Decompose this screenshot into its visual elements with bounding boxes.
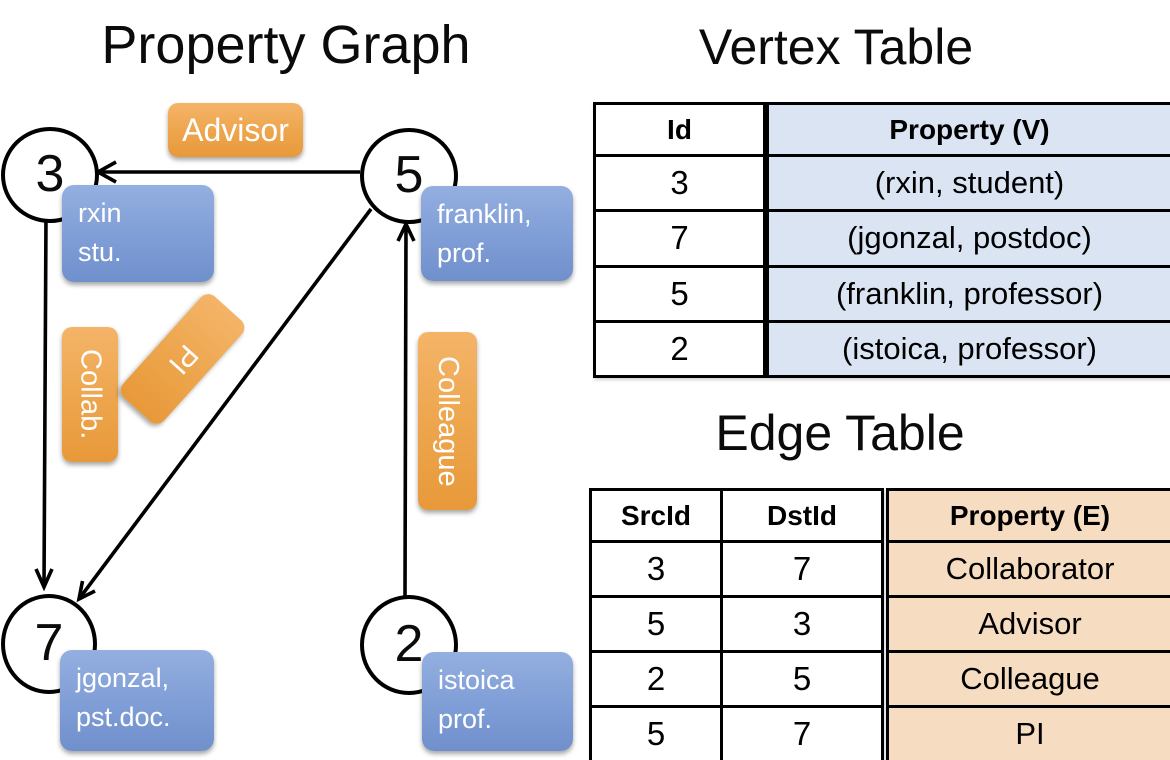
- node-2-property-line1: istoica: [438, 665, 515, 695]
- edge-table-property-column: Property (E) Collaborator Advisor Collea…: [886, 488, 1170, 760]
- vertex-table-id-cell: 2: [670, 329, 689, 367]
- node-2-id: 2: [394, 615, 424, 673]
- edge-table-property-cell: Collaborator: [889, 543, 1170, 598]
- node-3-property-box: rxin stu.: [62, 185, 214, 282]
- node-5-property-box: franklin, prof.: [421, 186, 573, 281]
- edge-table-dstid-cell: 7: [792, 715, 812, 752]
- edge-table-dstid-cell: 3: [792, 605, 812, 642]
- node-3-property-line2: stu.: [78, 237, 122, 267]
- edge-colleague-line: [403, 223, 408, 597]
- edge-table-dstid-cell: 7: [792, 550, 812, 587]
- vertex-table-id-header: Id: [596, 105, 763, 157]
- vertex-table-id-column: Id 3 7 5 2: [593, 102, 766, 378]
- vertex-table-property-cell: (istoica, professor): [842, 330, 1097, 366]
- node-2-circle: 2: [360, 595, 458, 695]
- node-3-id: 3: [35, 145, 65, 203]
- node-5-id: 5: [394, 146, 424, 204]
- edge-table-title: Edge Table: [715, 405, 965, 461]
- node-5-property-line2: prof.: [437, 238, 492, 268]
- node-2-property-box: istoica prof.: [422, 652, 573, 751]
- edge-label-collab: Collab.: [62, 327, 118, 462]
- vertex-table-property-column: Property (V) (rxin, student) (jgonzal, p…: [766, 102, 1170, 378]
- edge-table-srcid-cell: 5: [592, 708, 723, 760]
- node-3-property-line1: rxin: [78, 198, 122, 228]
- node-2-property-line2: prof.: [438, 704, 493, 734]
- edge-colleague-arrowhead-icon: [396, 219, 416, 242]
- node-7-property-box: jgonzal, pst.doc.: [60, 650, 214, 751]
- edge-table-dstid-cell: 5: [792, 660, 812, 697]
- edge-table-src-dst-columns: SrcId DstId 3 7 5 3 2 5 5 7: [589, 488, 884, 760]
- edge-collab-line: [42, 215, 48, 587]
- node-7-property-line2: pst.doc.: [76, 702, 171, 732]
- edge-table-property-cell: Advisor: [889, 598, 1170, 653]
- edge-pi-line: [77, 207, 373, 601]
- vertex-table-id-cell: 3: [596, 157, 763, 213]
- node-5-property-line1: franklin,: [437, 199, 532, 229]
- edge-label-advisor: Advisor: [168, 103, 303, 157]
- vertex-table-id-cell: 7: [596, 212, 763, 268]
- edge-table-srcid-cell: 5: [592, 598, 723, 650]
- edge-table-property-cell: Colleague: [889, 653, 1170, 708]
- vertex-table-id-cell: 5: [596, 268, 763, 323]
- edge-collab-arrowhead-icon: [34, 568, 54, 592]
- vertex-table-title: Vertex Table: [698, 19, 974, 75]
- edge-table-srcid-header: SrcId: [592, 491, 723, 540]
- edge-pi-arrowhead-icon: [76, 580, 96, 603]
- edge-table-dstid-header: DstId: [767, 499, 837, 531]
- graph-edges-canvas: [34, 160, 416, 603]
- edge-table-property-header: Property (E): [889, 491, 1170, 543]
- vertex-table-property-header: Property (V): [769, 105, 1170, 157]
- property-graph-title: Property Graph: [101, 15, 471, 75]
- edge-table-srcid-cell: 3: [592, 543, 723, 595]
- vertex-table-property-cell: (franklin, professor): [769, 268, 1170, 323]
- node-7-id: 7: [34, 614, 64, 672]
- edge-label-colleague: Colleague: [418, 332, 477, 510]
- vertex-table-property-cell: (rxin, student): [769, 157, 1170, 213]
- vertex-table-property-cell: (jgonzal, postdoc): [769, 212, 1170, 268]
- edge-table-property-cell: PI: [1015, 716, 1045, 751]
- edge-table-srcid-cell: 2: [592, 653, 723, 705]
- node-7-property-line1: jgonzal,: [76, 663, 170, 693]
